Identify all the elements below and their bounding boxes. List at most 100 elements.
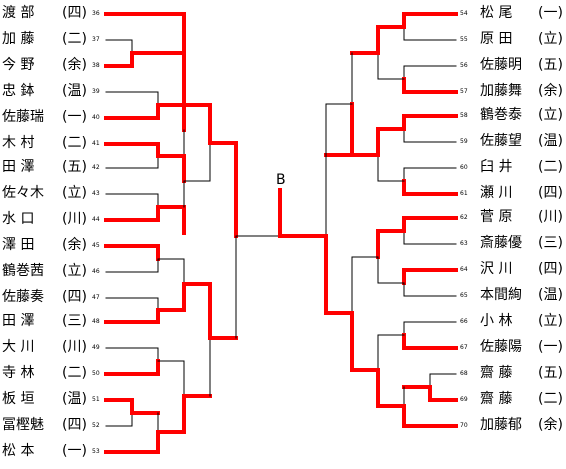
- seed-number: 41: [92, 140, 100, 147]
- player-name: 沢 川: [480, 261, 513, 277]
- seed-number: 60: [460, 164, 468, 171]
- player-team: (温): [62, 83, 87, 99]
- player-name: 澤 田: [2, 237, 35, 253]
- player-name: 松 本: [2, 443, 35, 459]
- seed-number: 61: [460, 190, 468, 197]
- player-team: (二): [538, 391, 563, 407]
- player-name: 瀬 川: [480, 185, 513, 201]
- player-name: 佐藤陽: [480, 339, 522, 355]
- player-team: (一): [62, 109, 87, 125]
- player-name: 佐藤望: [480, 133, 522, 149]
- seed-number: 70: [460, 422, 468, 429]
- seed-number: 48: [92, 318, 100, 325]
- player-name: 田 澤: [2, 313, 35, 329]
- seed-number: 45: [92, 242, 100, 249]
- player-team: (四): [62, 289, 87, 305]
- player-team: (立): [538, 31, 563, 47]
- seed-number: 59: [460, 138, 468, 145]
- player-team: (一): [538, 339, 563, 355]
- player-name: 田 澤: [2, 159, 35, 175]
- seed-number: 68: [460, 370, 468, 377]
- player-name: 佐藤奏: [2, 289, 44, 305]
- player-team: (五): [62, 159, 87, 175]
- player-team: (五): [538, 57, 563, 73]
- player-team: (二): [62, 365, 87, 381]
- player-name: 鶴巻泰: [480, 107, 522, 123]
- seed-number: 40: [92, 114, 100, 121]
- player-team: (温): [538, 287, 563, 303]
- player-name: 寺 林: [2, 365, 35, 381]
- seed-number: 69: [460, 396, 468, 403]
- player-team: (余): [538, 417, 563, 433]
- player-team: (余): [538, 83, 563, 99]
- player-name: 鶴巻茜: [2, 263, 44, 279]
- seed-number: 66: [460, 318, 468, 325]
- player-name: 原 田: [480, 31, 513, 47]
- player-name: 小 林: [480, 313, 513, 329]
- seed-number: 53: [92, 448, 100, 455]
- player-team: (川): [62, 211, 87, 227]
- seed-number: 54: [460, 10, 468, 17]
- player-name: 齋 藤: [480, 391, 513, 407]
- seed-number: 57: [460, 88, 468, 95]
- player-team: (二): [62, 31, 87, 47]
- player-name: 今 野: [2, 57, 35, 73]
- player-team: (一): [62, 443, 87, 459]
- player-team: (温): [538, 133, 563, 149]
- player-team: (川): [62, 339, 87, 355]
- seed-number: 47: [92, 294, 100, 301]
- seed-number: 38: [92, 62, 100, 69]
- player-name: 佐々木: [2, 185, 44, 201]
- player-team: (川): [538, 209, 563, 225]
- seed-number: 62: [460, 214, 468, 221]
- player-name: 松 尾: [480, 5, 513, 21]
- player-name: 佐藤瑞: [2, 109, 44, 125]
- seed-number: 56: [460, 62, 468, 69]
- seed-number: 52: [92, 422, 100, 429]
- seed-number: 63: [460, 240, 468, 247]
- player-name: 板 垣: [2, 391, 35, 407]
- seed-number: 51: [92, 396, 100, 403]
- seed-number: 43: [92, 190, 100, 197]
- player-team: (五): [538, 365, 563, 381]
- seed-number: 46: [92, 268, 100, 275]
- player-team: (余): [62, 57, 87, 73]
- seed-number: 55: [460, 36, 468, 43]
- player-team: (四): [538, 261, 563, 277]
- seed-number: 37: [92, 36, 100, 43]
- player-name: 渡 部: [2, 5, 35, 21]
- player-name: 菅 原: [480, 209, 513, 225]
- player-team: (三): [538, 235, 563, 251]
- player-name: 加 藤: [2, 31, 35, 47]
- seed-number: 49: [92, 344, 100, 351]
- player-team: (四): [538, 185, 563, 201]
- seed-number: 42: [92, 164, 100, 171]
- player-name: 忠 鉢: [2, 83, 35, 99]
- seed-number: 50: [92, 370, 100, 377]
- seed-number: 67: [460, 344, 468, 351]
- bracket-label: B: [276, 172, 286, 188]
- player-name: 冨樫魅: [2, 417, 44, 433]
- seed-number: 65: [460, 292, 468, 299]
- player-team: (温): [62, 391, 87, 407]
- seed-number: 36: [92, 10, 100, 17]
- player-name: 水 口: [2, 211, 35, 227]
- player-name: 佐藤明: [480, 57, 522, 73]
- seed-number: 44: [92, 216, 100, 223]
- player-team: (二): [538, 159, 563, 175]
- player-team: (立): [62, 263, 87, 279]
- player-name: 齋 藤: [480, 365, 513, 381]
- player-name: 斎藤優: [480, 235, 522, 251]
- player-team: (四): [62, 5, 87, 21]
- player-name: 加藤舞: [480, 83, 522, 99]
- player-name: 加藤郁: [480, 417, 522, 433]
- player-team: (立): [62, 185, 87, 201]
- player-team: (三): [62, 313, 87, 329]
- player-team: (二): [62, 135, 87, 151]
- player-team: (四): [62, 417, 87, 433]
- seed-number: 58: [460, 112, 468, 119]
- seed-number: 64: [460, 266, 468, 273]
- player-name: 大 川: [2, 339, 35, 355]
